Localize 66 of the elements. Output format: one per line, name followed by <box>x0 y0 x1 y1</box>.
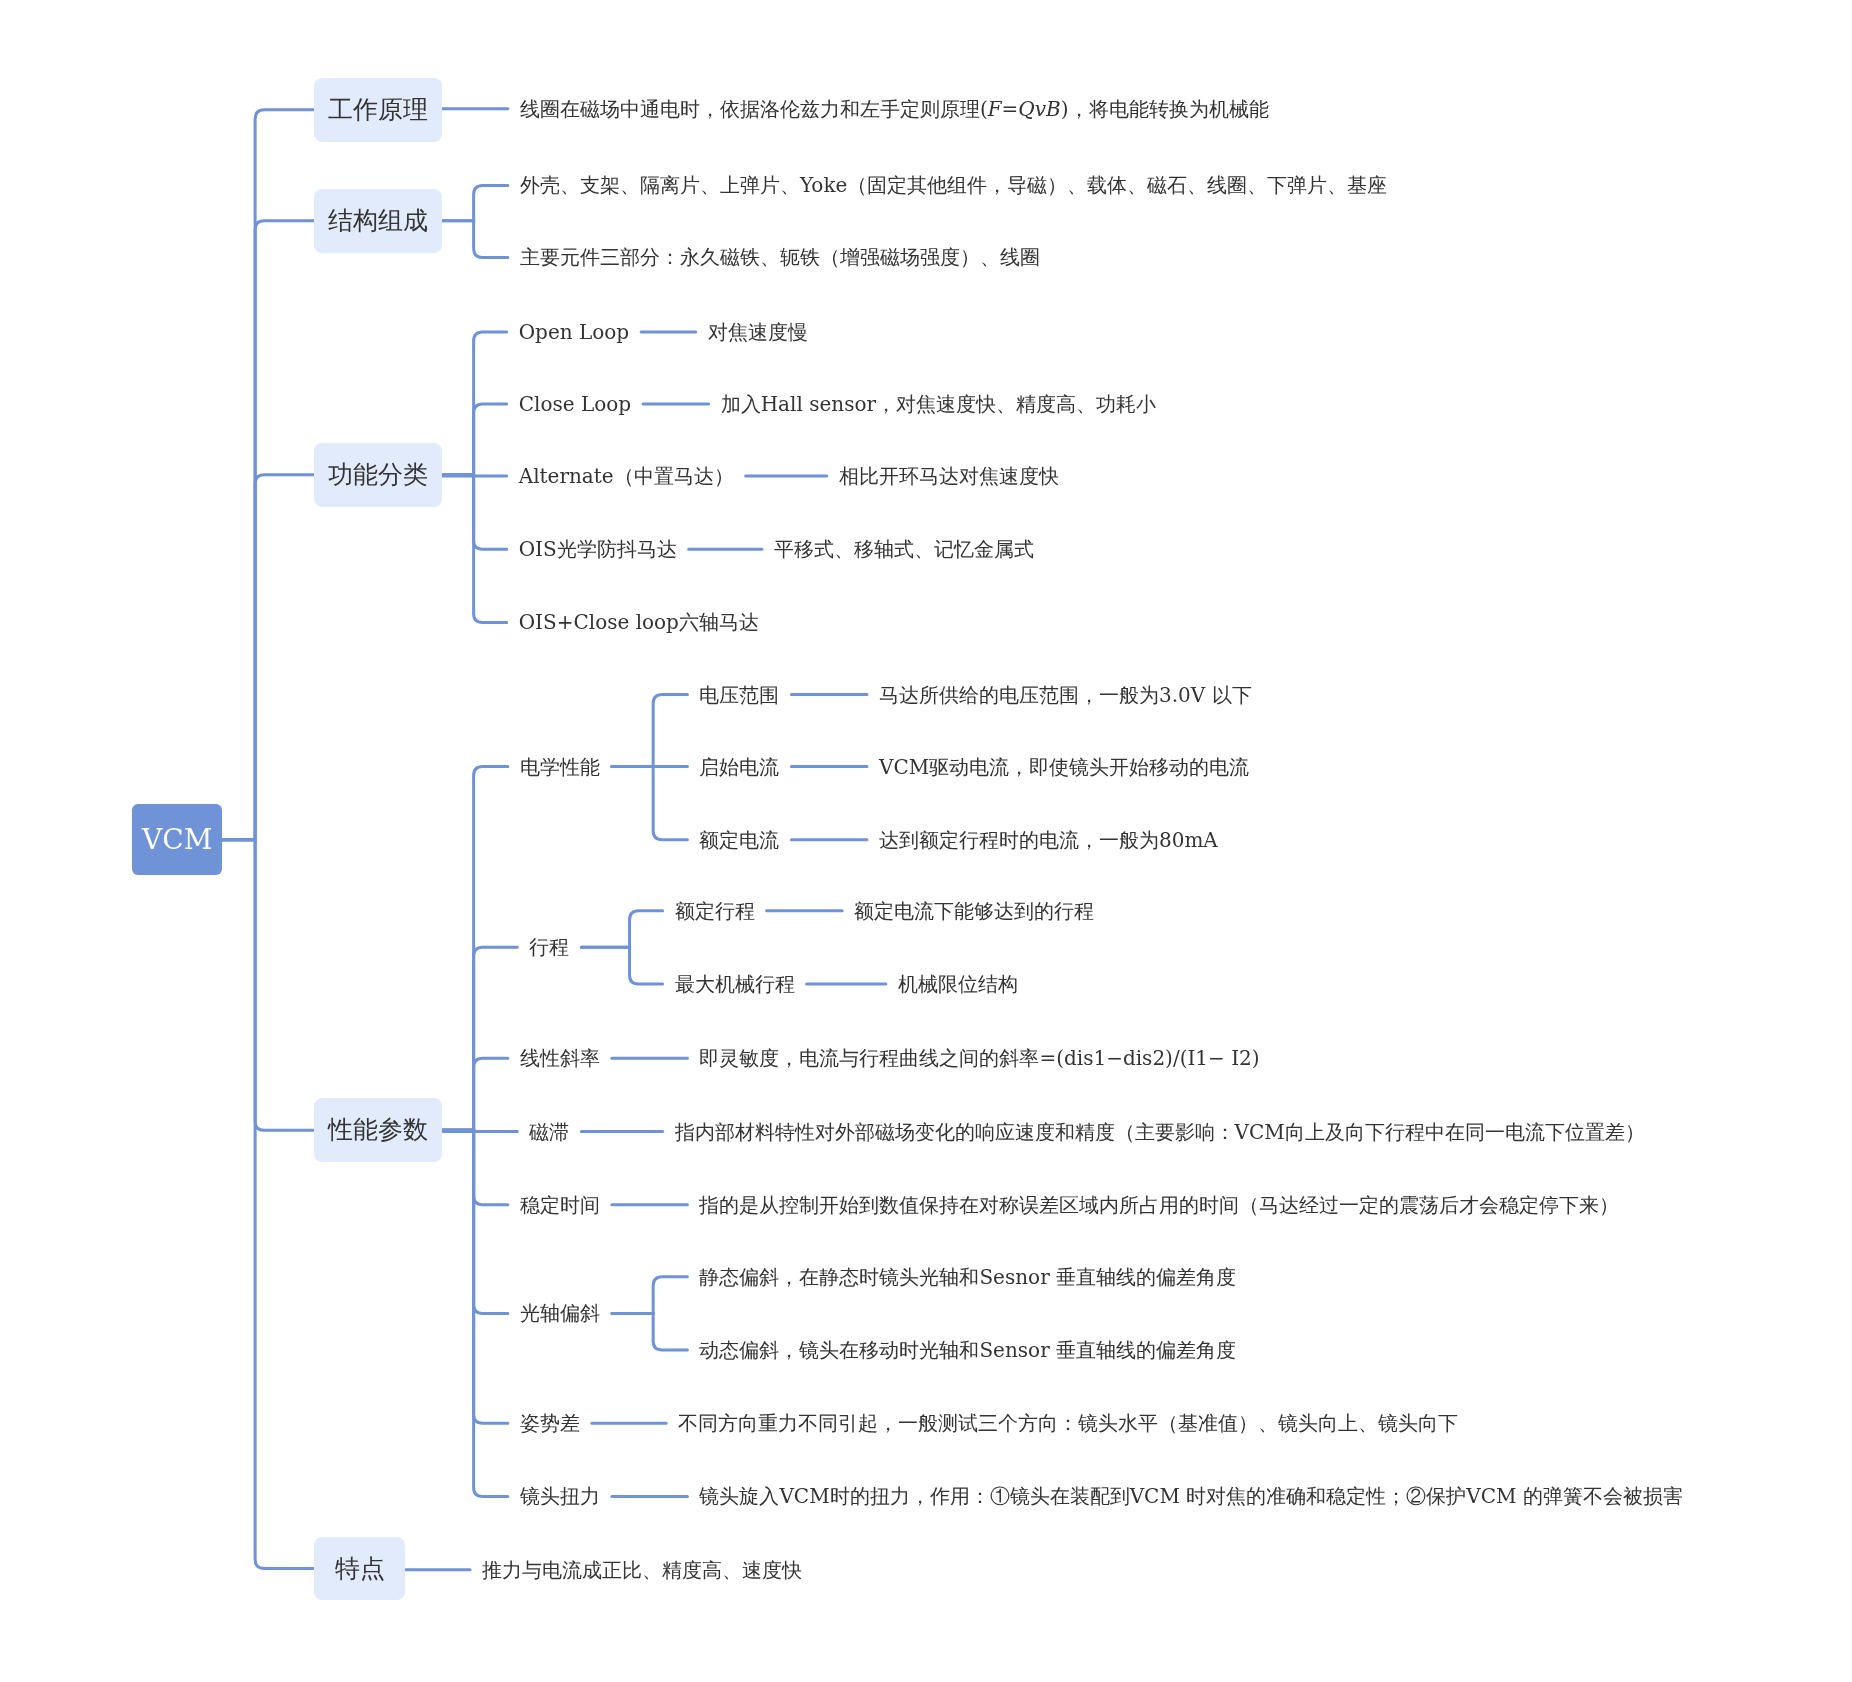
branch-text: 动态偏斜，镜头在移动时光轴和Sensor 垂直轴线的偏差角度 <box>687 1336 1249 1364</box>
branch-text: 不同方向重力不同引起，一般测试三个方向：镜头水平（基准值）、镜头向上、镜头向下 <box>666 1409 1471 1438</box>
branch-text: 指内部材料特性对外部磁场变化的响应速度和精度（主要影响：VCM向上及向下行程中在同一电流下位置差） <box>662 1117 1657 1146</box>
branch-text: OIS光学防抖马达 <box>506 535 689 564</box>
branch-text: 马达所供给的电压范围，一般为3.0V 以下 <box>866 680 1264 709</box>
connector-line <box>610 1494 689 1498</box>
branch-text: 电学性能 <box>507 752 612 781</box>
branch-text: 光轴偏斜 <box>507 1299 612 1328</box>
branch-text: Open Loop <box>506 317 642 346</box>
branch-text: Close Loop <box>506 389 644 418</box>
connector-line <box>440 474 509 478</box>
branch-text: 平移式、移轴式、记忆金属式 <box>761 535 1046 564</box>
root-topic-box: VCM <box>132 804 223 876</box>
connector-line <box>610 765 689 842</box>
connector-line <box>579 945 665 986</box>
branch-text: 静态偏斜，在静态时镜头光轴和Sesnor 垂直轴线的偏差角度 <box>687 1262 1249 1291</box>
topic-box: 功能分类 <box>314 442 442 507</box>
branch-text: 姿势差 <box>507 1409 592 1438</box>
branch-text: 主要元件三部分：永久磁铁、轭铁（增强磁场强度）、线圈 <box>507 243 1052 272</box>
topic-box: 结构组成 <box>314 188 442 253</box>
connector-line <box>610 1311 689 1352</box>
branch-text: 额定行程 <box>662 896 767 925</box>
branch-text: 启始电流 <box>687 752 792 781</box>
connector-line <box>765 909 844 913</box>
branch-text: 加入Hall sensor，对焦速度快、精度高、功耗小 <box>708 389 1169 418</box>
topic-box: 工作原理 <box>314 77 442 142</box>
connector-line <box>789 693 869 696</box>
connector-line <box>440 219 510 259</box>
branch-text: 镜头旋入VCM时的扭力，作用：①镜头在装配到VCM 时对焦的准确和稳定性；②保护VCM 的弹簧不会被损害 <box>687 1482 1695 1511</box>
connector-line <box>805 982 888 986</box>
branch-text: 额定电流下能够达到的行程 <box>842 896 1107 925</box>
connector-line <box>590 1421 668 1425</box>
connector-line <box>789 838 869 842</box>
branch-text: 额定电流 <box>687 825 792 854</box>
connector-line <box>744 474 829 478</box>
branch-text: 磁滞 <box>517 1117 582 1146</box>
connector-line <box>610 1203 689 1207</box>
branch-text: 稳定时间 <box>507 1190 612 1219</box>
branch-text: 对焦速度慢 <box>695 317 820 346</box>
topic-box: 特点 <box>314 1536 406 1601</box>
branch-text: OIS+Close loop六轴马达 <box>506 608 771 637</box>
branch-text: 镜头扭力 <box>507 1482 612 1511</box>
branch-text: 机械限位结构 <box>885 969 1030 998</box>
connector-line <box>639 330 698 334</box>
branch-text: 线圈在磁场中通电时，依据洛伦兹力和左手定则原理(F=QvB)，将电能转换为机械能 <box>507 94 1281 123</box>
branch-text: Alternate（中置马达） <box>506 462 746 490</box>
branch-text: 指的是从控制开始到数值保持在对称误差区域内所占用的时间（马达经过一定的震荡后才会稳定停下来） <box>687 1190 1632 1219</box>
branch-text: 推力与电流成正比、精度高、速度快 <box>470 1555 815 1584</box>
branch-text: 最大机械行程 <box>662 969 807 998</box>
connector-line <box>789 765 869 769</box>
connector-line <box>579 1130 665 1133</box>
branch-text: 相比开环马达对焦速度快 <box>826 462 1071 490</box>
branch-text: 达到额定行程时的电流，一般为80mA <box>866 825 1230 854</box>
connector-line <box>440 107 510 111</box>
connector-line <box>440 1128 510 1498</box>
connector-line <box>687 547 764 551</box>
branch-text: 即灵敏度，电流与行程曲线之间的斜率=(dis1−dis2)/(I1− I2) <box>687 1044 1272 1073</box>
branch-text: 外壳、支架、隔离片、上弹片、Yoke（固定其他组件，导磁）、载体、磁石、线圈、下弹片、基座 <box>507 171 1400 200</box>
branch-text: VCM驱动电流，即使镜头开始移动的电流 <box>866 752 1262 781</box>
connector-line <box>610 1056 689 1060</box>
connector-line <box>641 402 711 406</box>
branch-text: 电压范围 <box>687 680 792 709</box>
connector-line <box>440 1130 519 1133</box>
branch-text: 行程 <box>517 933 582 962</box>
branch-text: 线性斜率 <box>507 1044 612 1073</box>
topic-box: 性能参数 <box>314 1098 442 1163</box>
